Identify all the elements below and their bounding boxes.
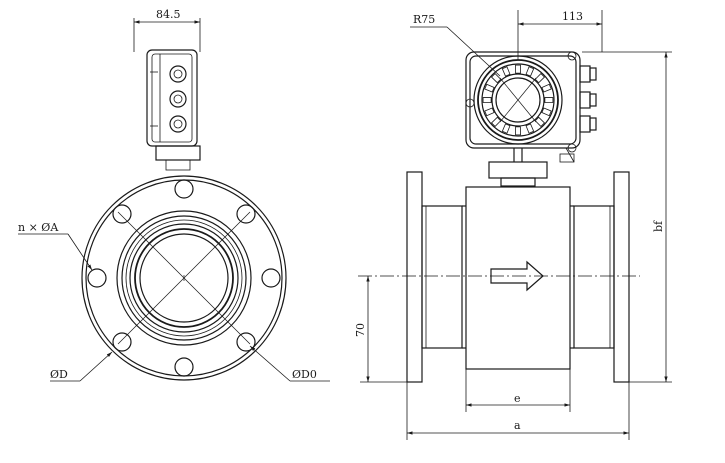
- flange-face: [81, 175, 287, 381]
- knurl-tooth: [501, 66, 511, 77]
- label-radius: R75: [413, 13, 435, 26]
- knurl-tooth: [525, 66, 535, 77]
- knurl-tooth: [515, 64, 521, 74]
- label-e: e: [514, 392, 521, 405]
- label-bf: bf: [652, 220, 665, 232]
- dim-a: a: [406, 382, 630, 440]
- junction-box-side: [146, 49, 198, 147]
- dim-70: 70: [354, 276, 407, 383]
- knurl-tooth: [515, 126, 521, 136]
- knurl-tooth: [484, 83, 495, 93]
- label-a: a: [514, 419, 521, 432]
- label-113: 113: [562, 10, 583, 23]
- dim-e: e: [465, 369, 571, 412]
- dim-113: 113: [517, 10, 603, 60]
- label-bolt-circle: ØD0: [292, 368, 317, 381]
- label-84-5: 84.5: [156, 8, 181, 21]
- knurl-tooth: [541, 107, 552, 117]
- radius-callout: R75: [410, 13, 501, 77]
- dim-84-5: 84.5: [133, 8, 201, 52]
- side-view: R75 113: [354, 10, 672, 440]
- knurl-tooth: [490, 72, 502, 84]
- meter-body: [406, 171, 630, 383]
- knurl-tooth: [482, 97, 492, 103]
- knurl-tooth: [534, 116, 546, 128]
- bolt-circle-callout: ØD0: [249, 345, 330, 382]
- label-70: 70: [354, 323, 367, 337]
- label-flange-od: ØD: [50, 368, 68, 381]
- label-hole-spec: n × ØA: [18, 221, 59, 234]
- knurl-tooth: [544, 97, 554, 103]
- knurl-tooth: [534, 72, 546, 84]
- end-view: 84.5: [18, 8, 330, 382]
- dim-bf: bf: [582, 51, 672, 383]
- knurl-tooth: [490, 116, 502, 128]
- flange-od-callout: ØD: [50, 351, 113, 382]
- neck-left: [155, 145, 201, 171]
- knurl-ring: [482, 64, 554, 136]
- converter-head: [465, 51, 597, 163]
- hole-spec-callout: n × ØA: [18, 221, 93, 271]
- knurl-tooth: [484, 107, 495, 117]
- knurl-tooth: [525, 123, 535, 134]
- knurl-tooth: [501, 123, 511, 134]
- neck-right: [488, 148, 548, 187]
- knurl-tooth: [541, 83, 552, 93]
